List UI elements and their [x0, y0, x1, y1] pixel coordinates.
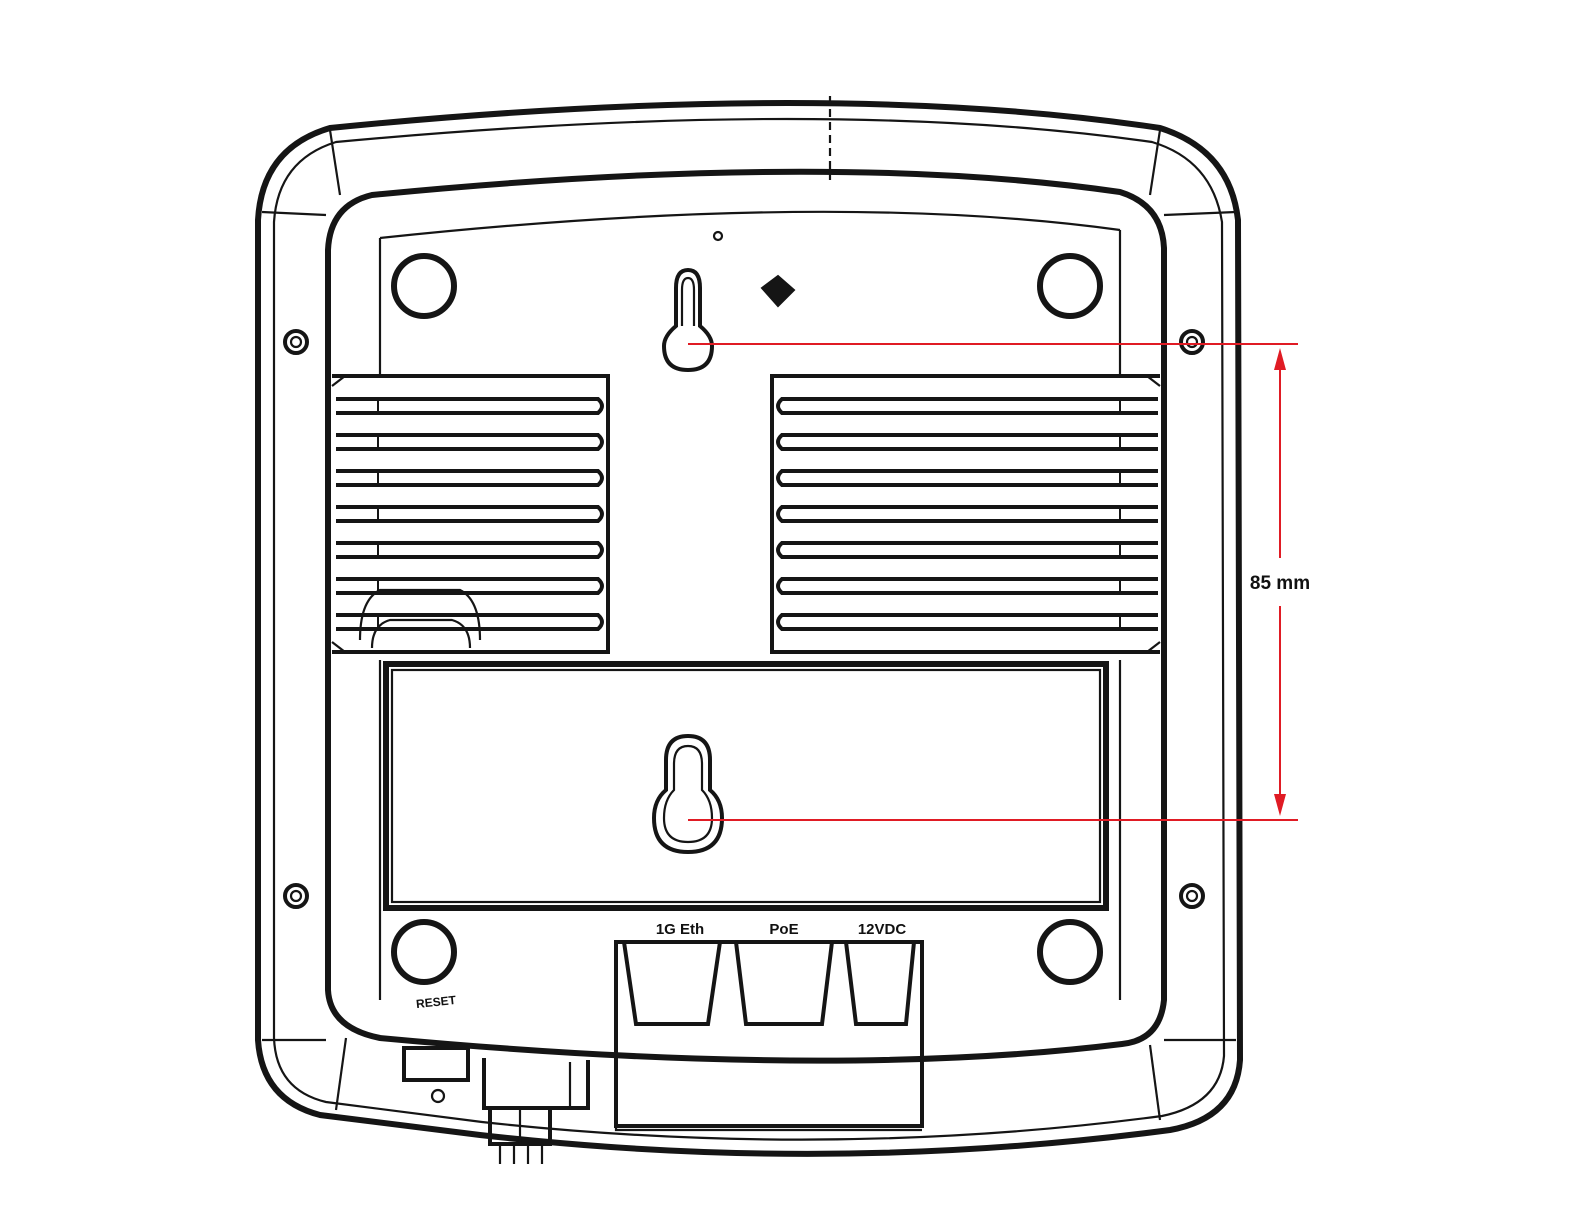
screw-icon: [285, 885, 307, 907]
vent-slot: [336, 435, 602, 449]
keyhole-slot-icon: [654, 736, 722, 852]
vent-slot: [778, 471, 1158, 485]
vent-slot: [778, 399, 1158, 413]
port-label-poe: PoE: [769, 921, 798, 938]
vent-slot: [336, 579, 602, 593]
port-1g-eth: [624, 942, 720, 1024]
rubber-foot-icon: [1040, 256, 1100, 316]
vent-slot: [336, 543, 602, 557]
vent-slot: [778, 435, 1158, 449]
dimension-arrow-down: [1274, 794, 1286, 816]
keyhole-slot-icon: [664, 270, 712, 370]
vent-slot: [778, 543, 1158, 557]
vent-slot: [336, 399, 602, 413]
vent-slot: [778, 579, 1158, 593]
rubber-foot-icon: [394, 256, 454, 316]
port-label-12vdc: 12VDC: [858, 921, 907, 938]
vent-slot: [336, 507, 602, 521]
vent-slot: [336, 615, 602, 629]
reset-label: RESET: [415, 993, 457, 1011]
right-vent-panel: [772, 376, 1160, 652]
vent-slot: [778, 615, 1158, 629]
dimension-arrow-up: [1274, 348, 1286, 370]
screw-icon: [1181, 331, 1203, 353]
vent-slots: [336, 399, 1158, 629]
rubber-foot-icon: [1040, 922, 1100, 982]
vent-slot: [336, 471, 602, 485]
port-12vdc: [846, 942, 914, 1024]
bottom-connector: [404, 1048, 588, 1164]
rubber-foot-icon: [394, 922, 454, 982]
dimension-label: 85 mm: [1250, 573, 1310, 594]
port-block: 1G Eth PoE 12VDC: [616, 921, 922, 1130]
vent-slot: [778, 507, 1158, 521]
lower-cover-plate: [386, 664, 1106, 908]
left-vent-panel: [332, 376, 608, 652]
screw-icon: [1181, 885, 1203, 907]
screw-icon: [285, 331, 307, 353]
port-label-1g-eth: 1G Eth: [656, 921, 704, 938]
port-poe: [736, 942, 832, 1024]
